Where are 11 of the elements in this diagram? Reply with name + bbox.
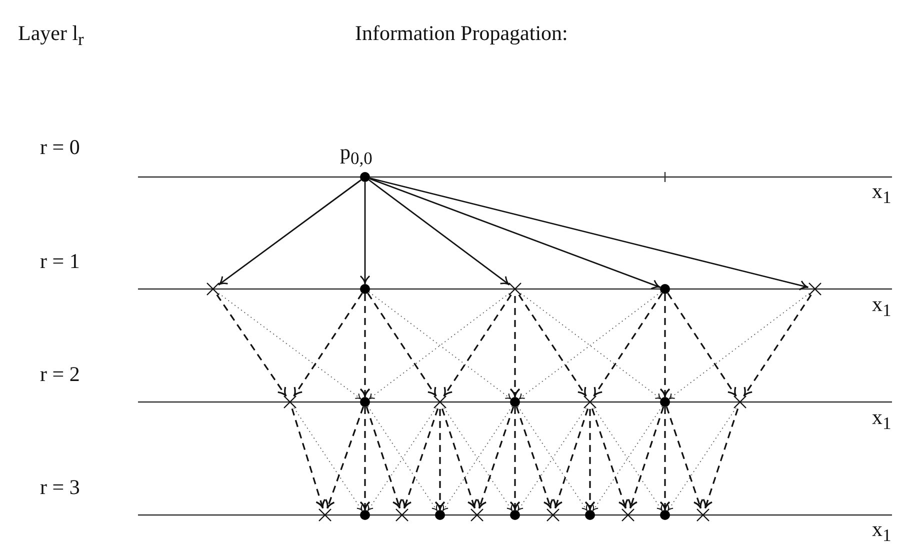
row-heading: Layer l$_{r}$ bbox=[18, 22, 84, 50]
diagram-title: Information Propagation: bbox=[355, 22, 568, 46]
layer-label: r = 3 bbox=[40, 476, 80, 500]
layer-label: r = 1 bbox=[40, 250, 80, 274]
point-label: p$_{0,0}$ bbox=[340, 141, 372, 168]
axis-label: x$_{1}$ bbox=[872, 406, 892, 434]
axis-label: x$_{1}$ bbox=[872, 180, 892, 208]
axis-label: x$_{1}$ bbox=[872, 293, 892, 320]
layer-label: r = 2 bbox=[40, 363, 80, 386]
layer-label: r = 0 bbox=[40, 136, 80, 160]
axis-label: x$_{1}$ bbox=[872, 518, 892, 545]
